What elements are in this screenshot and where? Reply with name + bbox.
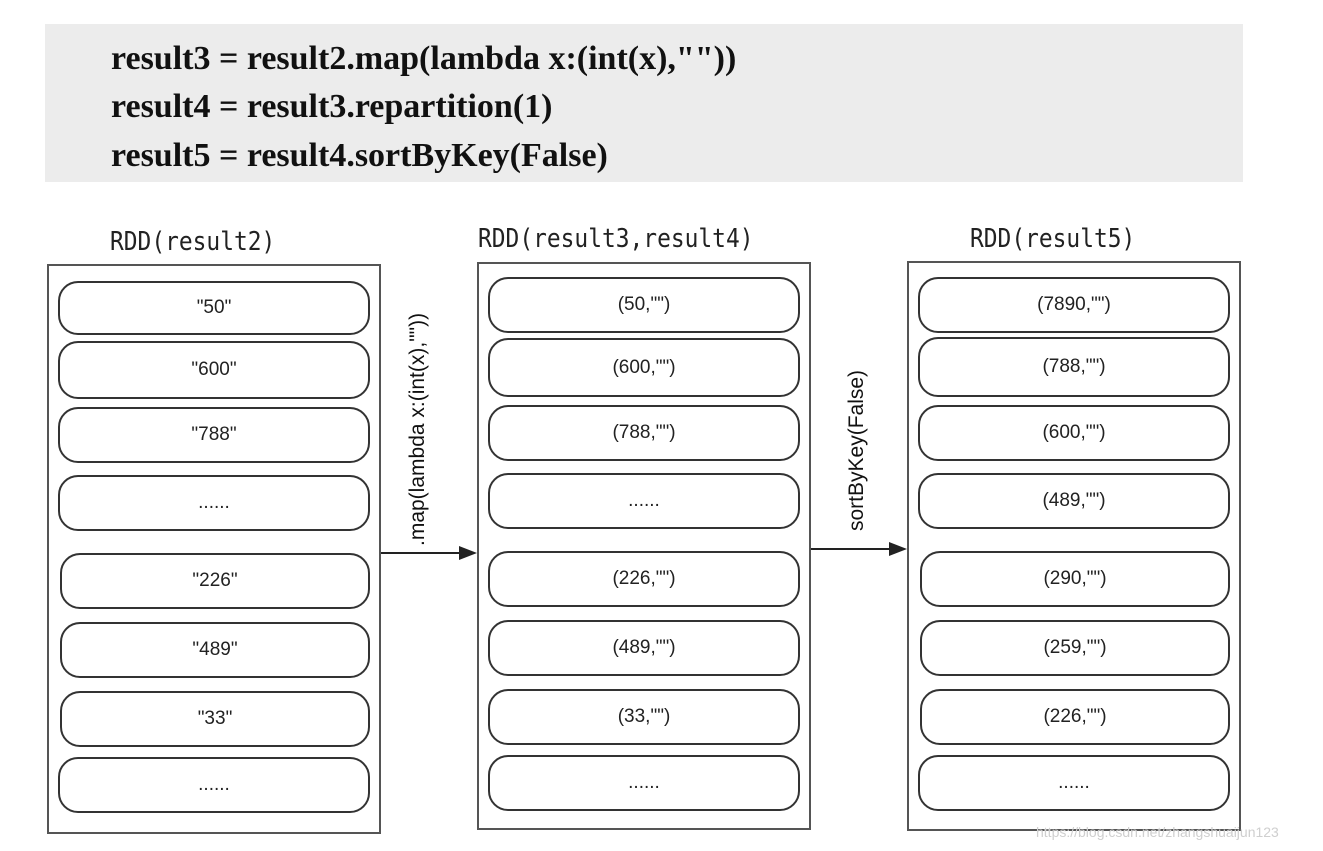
partition-item: (7890,"") bbox=[918, 277, 1230, 333]
watermark-text: https://blog.csdn.net/zhangshuaijun123 bbox=[1036, 824, 1279, 840]
partition-item: ...... bbox=[488, 473, 800, 529]
partition-item: (600,"") bbox=[488, 338, 800, 397]
partition-item: (600,"") bbox=[918, 405, 1230, 461]
partition-item: (290,"") bbox=[920, 551, 1230, 607]
partition-item: "226" bbox=[60, 553, 370, 609]
partition-item: (788,"") bbox=[918, 337, 1230, 397]
sortbykey-transformation-label: sortByKey(False) bbox=[845, 369, 868, 531]
partition-item: (226,"") bbox=[920, 689, 1230, 745]
partition-item: (50,"") bbox=[488, 277, 800, 333]
partition-item: (226,"") bbox=[488, 551, 800, 607]
partition-item: ...... bbox=[488, 755, 800, 811]
rdd-result2-title: RDD(result2) bbox=[110, 227, 276, 257]
partition-item: ...... bbox=[58, 475, 370, 531]
map-transformation-label: .map(lambda x:(int(x),"")) bbox=[406, 312, 429, 546]
rdd-result3-result4-title: RDD(result3,result4) bbox=[478, 224, 754, 254]
rdd-result5-title: RDD(result5) bbox=[970, 224, 1136, 254]
code-line-3: result5 = result4.sortByKey(False) bbox=[111, 137, 608, 174]
partition-item: (489,"") bbox=[488, 620, 800, 676]
code-line-2: result4 = result3.repartition(1) bbox=[111, 88, 553, 125]
partition-item: "788" bbox=[58, 407, 370, 463]
partition-item: (259,"") bbox=[920, 620, 1230, 676]
partition-item: (33,"") bbox=[488, 689, 800, 745]
partition-item: "33" bbox=[60, 691, 370, 747]
code-line-1: result3 = result2.map(lambda x:(int(x),"… bbox=[111, 40, 737, 77]
partition-item: (489,"") bbox=[918, 473, 1230, 529]
partition-item: ...... bbox=[918, 755, 1230, 811]
partition-item: (788,"") bbox=[488, 405, 800, 461]
partition-item: ...... bbox=[58, 757, 370, 813]
map-arrow-line bbox=[381, 552, 461, 554]
map-arrow-head bbox=[459, 546, 477, 560]
code-block: result3 = result2.map(lambda x:(int(x),"… bbox=[45, 24, 1243, 182]
sortbykey-arrow-line bbox=[811, 548, 891, 550]
partition-item: "489" bbox=[60, 622, 370, 678]
sortbykey-arrow-head bbox=[889, 542, 907, 556]
partition-item: "50" bbox=[58, 281, 370, 335]
partition-item: "600" bbox=[58, 341, 370, 399]
